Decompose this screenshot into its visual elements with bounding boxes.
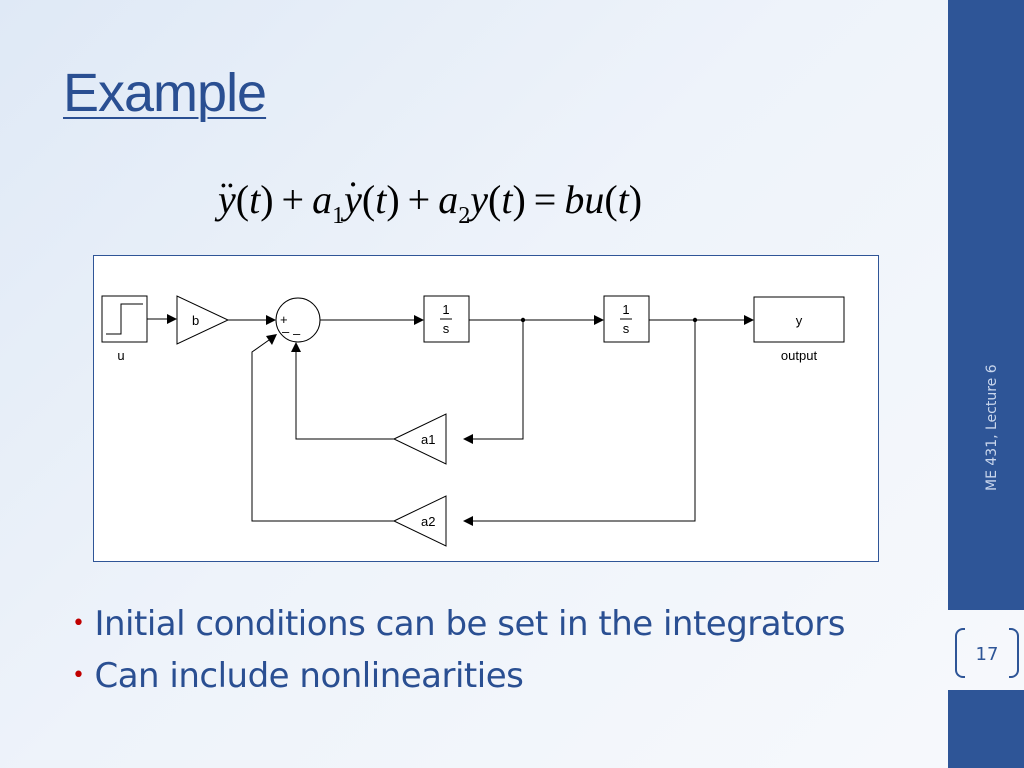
gain-block-a2: a2 [392, 495, 447, 547]
bracket-left-icon [955, 628, 965, 678]
gain-a1-triangle [392, 413, 447, 465]
gain-a2-triangle [392, 495, 447, 547]
eq-a: a [312, 177, 333, 222]
arrow-head [463, 516, 473, 526]
integrator-1-denominator: s [443, 321, 450, 336]
gain-a2-label: a2 [421, 514, 435, 529]
gain-b-label: b [192, 313, 199, 328]
gain-block-a1: a1 [392, 413, 447, 465]
course-lecture-label: ME 431, Lecture 6 [984, 364, 1000, 491]
eq-y: y [470, 177, 488, 222]
eq-plus: + [281, 177, 305, 222]
wire-feedback-a2-out [251, 339, 394, 522]
eq-paren-open: ( [604, 177, 618, 222]
eq-t: t [617, 177, 629, 222]
integrator-block-2: 1 s [603, 295, 650, 343]
sum-plus-sign: + [280, 312, 288, 327]
bullet-text: Can include nonlinearities [94, 656, 524, 696]
bullet-dot-icon: • [72, 611, 85, 636]
bullet-text: Initial conditions can be set in the int… [94, 604, 845, 644]
gain-a1-label: a1 [421, 432, 435, 447]
eq-plus: + [407, 177, 431, 222]
output-block-label: y [796, 313, 803, 328]
step-label: u [117, 348, 124, 363]
eq-b: b [564, 177, 585, 222]
sidebar-bottom-bar [948, 690, 1024, 768]
wire-feedback-a1-out [295, 352, 394, 440]
eq-y-ddot: y [218, 172, 236, 223]
eq-t: t [375, 177, 387, 222]
eq-a: a [438, 177, 459, 222]
eq-u: u [584, 177, 605, 222]
eq-paren-open: ( [487, 177, 502, 222]
bullet-item: • Initial conditions can be set in the in… [72, 598, 845, 650]
sum-block: + – – [275, 297, 321, 343]
arrow-head [594, 315, 604, 325]
arrow-head [744, 315, 754, 325]
eq-paren-close: ) [386, 177, 400, 222]
bracket-right-icon [1009, 628, 1019, 678]
eq-paren-open: ( [361, 177, 376, 222]
output-block-box [753, 296, 845, 343]
eq-t: t [501, 177, 513, 222]
block-diagram-frame: u b + – – [93, 255, 879, 562]
arrow-head [414, 315, 424, 325]
eq-paren-close: ) [628, 177, 643, 222]
page-number-box: 17 [955, 628, 1019, 682]
step-block: u [101, 295, 148, 363]
sum-minus-sign-2: – [293, 326, 301, 341]
eq-equals: = [533, 177, 557, 222]
arrow-head [167, 314, 177, 324]
bullet-dot-icon: • [72, 663, 85, 688]
bullet-list: • Initial conditions can be set in the in… [72, 598, 845, 702]
step-block-box [101, 295, 148, 343]
wire-feedback-a1-in [473, 320, 524, 440]
arrow-head [291, 342, 301, 352]
step-icon [106, 303, 143, 335]
page-number: 17 [975, 644, 999, 665]
arrow-head [463, 434, 473, 444]
slide-title: Example [63, 63, 267, 123]
integrator-2-numerator: 1 [622, 302, 629, 317]
sidebar-top-bar [948, 0, 1024, 610]
simulink-block-diagram: u b + – – [101, 295, 845, 547]
eq-sub-1: 1 [332, 203, 345, 229]
eq-paren-close: ) [260, 177, 274, 222]
bullet-item: • Can include nonlinearities [72, 650, 845, 702]
output-caption: output [781, 348, 818, 363]
eq-paren-close: ) [512, 177, 526, 222]
gain-b-triangle [176, 295, 230, 345]
eq-y-dot: y [344, 172, 362, 223]
eq-sub-2: 2 [458, 203, 471, 229]
arrow-head [266, 315, 276, 325]
sidebar [948, 0, 1024, 768]
eq-paren-open: ( [235, 177, 250, 222]
wire-feedback-a2-in [473, 320, 696, 522]
arrow-head [266, 334, 277, 345]
eq-t: t [249, 177, 261, 222]
output-block: y output [753, 296, 845, 363]
integrator-2-denominator: s [623, 321, 630, 336]
differential-equation: y(t)+a1y(t)+a2y(t)=bu(t) [218, 172, 643, 230]
sum-minus-sign-1: – [282, 324, 290, 339]
integrator-1-numerator: 1 [442, 302, 449, 317]
gain-block-b: b [176, 295, 230, 345]
integrator-block-1: 1 s [423, 295, 470, 343]
